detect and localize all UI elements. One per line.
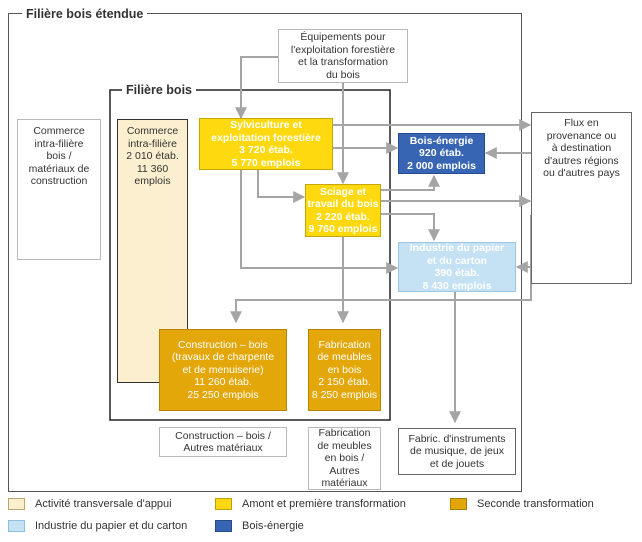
node-line: Commerce (33, 125, 85, 137)
node-line: Équipements pour (300, 31, 386, 43)
outer-frame (8, 13, 522, 492)
node-line: (travaux de charpente (171, 351, 275, 364)
node-line: en bois / (324, 452, 365, 465)
legend-swatch-appui (8, 498, 25, 510)
node-line: intra-filière (127, 137, 177, 150)
node-construction-ext: Construction – bois /Autres matériaux (159, 427, 287, 457)
legend-swatch-amont (215, 498, 232, 510)
node-line: intra-filière (34, 137, 84, 150)
legend-swatch-energie (215, 520, 232, 532)
node-line: de meubles (317, 439, 372, 452)
arrow-sylvi-papier (240, 170, 399, 274)
node-line: 2 220 étab. (316, 210, 370, 223)
node-line: Industrie du papier (409, 242, 505, 254)
node-line: Bois-énergie (409, 134, 474, 147)
node-line: 8 430 emplois (422, 279, 492, 292)
node-line: du bois (326, 68, 360, 81)
node-line: 25 250 emplois (187, 388, 259, 401)
legend-item-appui: Activité transversale d'appui (8, 498, 172, 510)
node-line: de musique, de jeux (410, 445, 504, 458)
node-line: Fabrication (318, 427, 371, 440)
node-line: provenance ou (546, 129, 617, 142)
node-line: Autres matériaux (183, 442, 263, 454)
node-line: 3 720 étab. (239, 144, 293, 156)
node-line: Fabrication (318, 338, 371, 351)
legend-swatch-seconde (450, 498, 467, 510)
node-line: Sciage et (319, 185, 367, 198)
node-line: 5 770 emplois (231, 156, 301, 169)
legend-label-seconde: Seconde transformation (477, 498, 594, 510)
node-line: et de menuiserie) (182, 363, 264, 376)
node-line: 2 000 emplois (407, 159, 476, 172)
node-line: 8 250 emplois (311, 388, 378, 401)
node-line: Fabric. d'instruments (408, 432, 506, 445)
legend-item-amont: Amont et première transformation (215, 498, 406, 510)
node-line: 2 010 étab. (126, 150, 179, 162)
node-line: emplois (134, 175, 171, 187)
node-line: Construction – bois (178, 338, 268, 351)
arrow-sciage-energie (381, 174, 440, 191)
node-line: à destination (551, 142, 612, 154)
node-line: d'autres régions (544, 154, 619, 167)
node-line: Flux en (564, 117, 599, 129)
node-line: Construction – bois / (175, 429, 271, 442)
node-line: en bois (327, 363, 362, 376)
legend-label-papier: Industrie du papier et du carton (35, 520, 188, 532)
arrow-sciage-papier (381, 213, 440, 242)
inner-frame (109, 89, 391, 421)
node-line: 390 étab. (434, 267, 480, 279)
node-line: de meubles (317, 351, 372, 364)
arrow-equip-sylvi (235, 56, 278, 120)
node-line: exploitation forestière (211, 131, 321, 144)
legend-item-papier: Industrie du papier et du carton (8, 520, 187, 532)
node-line: ou d'autres pays (543, 167, 620, 179)
node-line: Autres (329, 464, 360, 477)
outer-frame-title: Filière bois étendue (22, 6, 148, 22)
node-line: travail du bois (307, 198, 379, 210)
node-line: 9 760 emplois (308, 223, 378, 235)
node-line: 11 260 étab. (194, 376, 252, 389)
node-line: bois / (46, 150, 72, 162)
legend-item-energie: Bois-énergie (215, 520, 304, 532)
node-line: Sylviculture et (230, 119, 302, 131)
node-line: 920 étab. (419, 147, 464, 160)
node-line: Commerce (126, 125, 179, 137)
legend-swatch-papier (8, 520, 25, 532)
node-line: et de jouets (429, 457, 485, 470)
legend-label-appui: Activité transversale d'appui (35, 498, 172, 510)
node-line: 2 150 étab. (318, 376, 371, 389)
node-line: l'exploitation forestière (290, 43, 396, 56)
node-construction: Construction – bois(travaux de charpente… (159, 329, 287, 411)
node-line: et du carton (426, 254, 488, 267)
node-line: 11 360 (136, 162, 169, 175)
node-line: et la transformation (298, 56, 388, 68)
node-line: matériaux de (28, 162, 90, 175)
node-line: construction (30, 175, 88, 187)
arrow-sylvi-sciage (257, 170, 306, 203)
inner-frame-title: Filière bois (122, 82, 196, 98)
node-line: matériaux (321, 477, 368, 490)
legend-item-seconde: Seconde transformation (450, 498, 594, 510)
legend-label-energie: Bois-énergie (242, 520, 304, 532)
legend-label-amont: Amont et première transformation (242, 498, 406, 510)
